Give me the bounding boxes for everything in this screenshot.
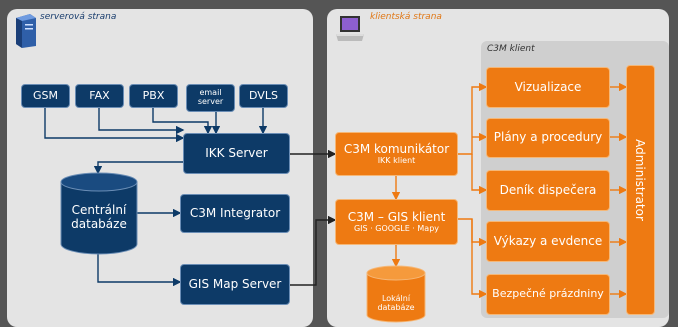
bezpecne-prazdniny-box: Bezpečné prázdniny — [486, 274, 610, 315]
c3m-client-label: C3M klient — [487, 44, 535, 54]
administrator-label: Administrator — [633, 139, 647, 221]
laptop-icon — [336, 16, 364, 41]
central-database-label: Centrální databáze — [71, 203, 127, 231]
dvls-box: DVLS — [239, 84, 288, 108]
client-side-title: klientská strana — [370, 12, 442, 22]
gis-map-server-box: GIS Map Server — [180, 264, 290, 305]
vykazy-a-evdence-box: Výkazy a evdence — [486, 221, 610, 262]
gis-google-mapy-subtitle: GIS · GOOGLE · Mapy — [353, 224, 439, 234]
server-tower-icon — [16, 14, 36, 48]
c3m-gis-klient-box: C3M – GIS klient GIS · GOOGLE · Mapy — [335, 199, 458, 245]
fax-box: FAX — [75, 84, 124, 108]
c3m-komunikator-box: C3M komunikátor IKK klient — [335, 132, 458, 176]
denik-dispecera-box: Deník dispečera — [486, 170, 610, 211]
ikk-server-box: IKK Server — [183, 133, 290, 174]
c3m-integrator-box: C3M Integrator — [180, 194, 290, 233]
server-side-title: serverová strana — [40, 12, 117, 22]
database-cylinder-icon — [60, 172, 138, 255]
email-server-box: email server — [186, 84, 235, 112]
pbx-box: PBX — [129, 84, 178, 108]
local-database-label: Lokální databáze — [377, 294, 415, 312]
gsm-box: GSM — [21, 84, 70, 108]
administrator-box — [626, 65, 655, 315]
ikk-klient-subtitle: IKK klient — [377, 156, 416, 166]
c3m-komunikator-title: C3M komunikátor — [343, 141, 450, 156]
plany-a-procedury-box: Plány a procedury — [486, 118, 610, 158]
vizualizace-box: Vizualizace — [486, 67, 610, 108]
c3m-gis-klient-title: C3M – GIS klient — [347, 209, 446, 224]
local-database-icon — [366, 265, 426, 323]
